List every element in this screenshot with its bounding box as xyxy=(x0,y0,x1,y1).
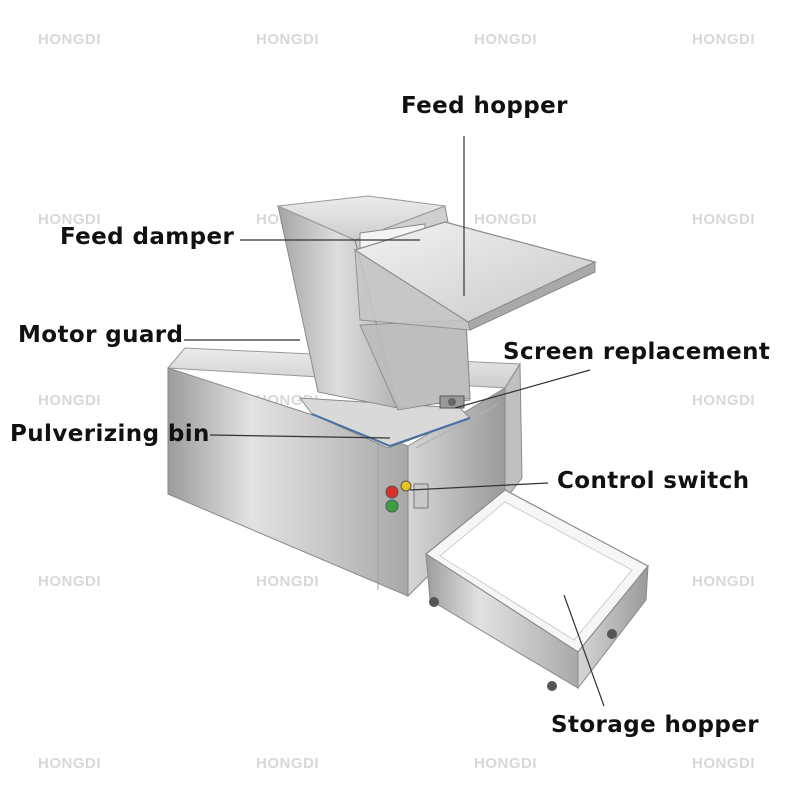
leader-line-screen-replacement xyxy=(454,369,591,409)
label-motor-guard: Motor guard xyxy=(18,322,184,348)
screen-latch xyxy=(439,395,465,409)
wheel-icon xyxy=(429,597,439,607)
leader-line-control-switch xyxy=(409,482,549,491)
watermark: HONGDI xyxy=(38,392,101,409)
watermark: HONGDI xyxy=(692,573,755,590)
watermark: HONGDI xyxy=(256,755,319,772)
red-button-icon xyxy=(385,485,399,499)
feed-hopper-tray xyxy=(353,221,597,331)
label-feed-damper: Feed damper xyxy=(60,224,235,250)
watermark: HONGDI xyxy=(474,211,537,228)
watermark: HONGDI xyxy=(38,31,101,48)
label-pulverizing-bin: Pulverizing bin xyxy=(10,421,210,447)
watermark: HONGDI xyxy=(692,392,755,409)
green-button-icon xyxy=(385,499,399,513)
watermark: HONGDI xyxy=(692,31,755,48)
watermark: HONGDI xyxy=(38,573,101,590)
wheel-icon xyxy=(607,629,617,639)
label-screen-replacement: Screen replacement xyxy=(503,339,771,365)
watermark: HONGDI xyxy=(692,755,755,772)
label-storage-hopper: Storage hopper xyxy=(551,712,759,738)
watermark: HONGDI xyxy=(256,31,319,48)
watermark: HONGDI xyxy=(474,755,537,772)
leader-line-pulverizing-bin xyxy=(209,434,391,439)
label-feed-hopper: Feed hopper xyxy=(401,93,568,119)
leader-lines xyxy=(184,136,605,707)
watermark: HONGDI xyxy=(256,573,319,590)
label-control-switch: Control switch xyxy=(557,468,750,494)
wheel-icon xyxy=(547,681,557,691)
leader-line-storage-hopper xyxy=(563,594,605,707)
watermark: HONGDI xyxy=(474,31,537,48)
storage-hopper-tray xyxy=(424,489,649,691)
yellow-button-icon xyxy=(400,480,412,492)
watermark: HONGDI xyxy=(38,755,101,772)
pulverizing-bin-plate xyxy=(298,397,471,449)
watermark: HONGDI xyxy=(38,211,101,228)
watermark: HONGDI xyxy=(692,211,755,228)
